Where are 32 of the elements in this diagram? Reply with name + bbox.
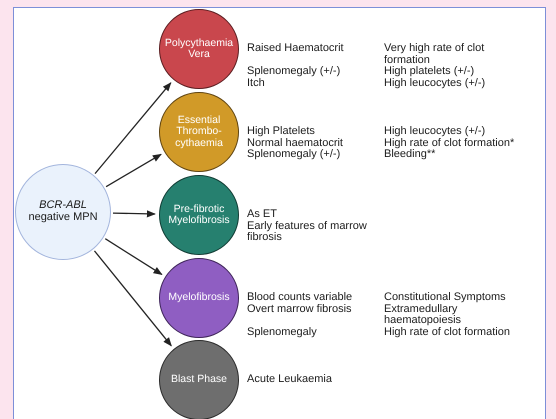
feature-text: High leucocytes (+/-) — [384, 78, 486, 89]
feature-text: Very high rate of clot formation — [384, 43, 486, 66]
feature-text: Blood counts variable — [247, 292, 354, 304]
feature-text: Extramedullary haematopoiesis — [384, 304, 462, 326]
feature-text: Overt marrow fibrosis — [247, 304, 353, 316]
arrow — [106, 154, 162, 188]
arrow — [94, 250, 172, 346]
arrow — [94, 82, 172, 174]
feature-text: Splenomegaly — [247, 326, 318, 338]
feature-text: Splenomegaly (+/-) — [247, 149, 342, 160]
feature-text: High Platelets — [247, 126, 316, 138]
feature-text: Acute Leukaemia — [247, 374, 333, 386]
feature-text: Raised Haematocrit — [247, 43, 345, 56]
circle-label: Pre-fibrotic Myelofibrosis — [167, 204, 231, 226]
feature-text: Splenomegaly (+/-) — [247, 66, 342, 78]
feature-text: Normal haematocrit — [247, 138, 344, 149]
feature-text: High leucocytes (+/-) — [384, 126, 486, 138]
circle-label: Polycythaemia Vera — [164, 38, 234, 60]
feature-text: Itch — [247, 78, 266, 89]
arrow — [104, 238, 163, 276]
feature-text: Bleeding** — [384, 149, 436, 160]
feature-text: High rate of clot formation — [384, 326, 511, 338]
feature-text: High platelets (+/-) — [384, 66, 476, 78]
circle-label: Essential Thrombo- cythaemia — [174, 115, 224, 149]
arrow — [112, 210, 156, 218]
feature-text: Constitutional Symptoms — [384, 292, 507, 304]
circle-label: BCR-ABL negative MPN — [27, 200, 99, 224]
feature-text: Early features of marrow fibrosis — [247, 220, 368, 244]
circle-label: Blast Phase — [170, 374, 228, 386]
feature-text: High rate of clot formation* — [384, 138, 516, 149]
circle-label: Myelofibrosis — [167, 292, 231, 304]
feature-text: As ET — [247, 209, 278, 220]
